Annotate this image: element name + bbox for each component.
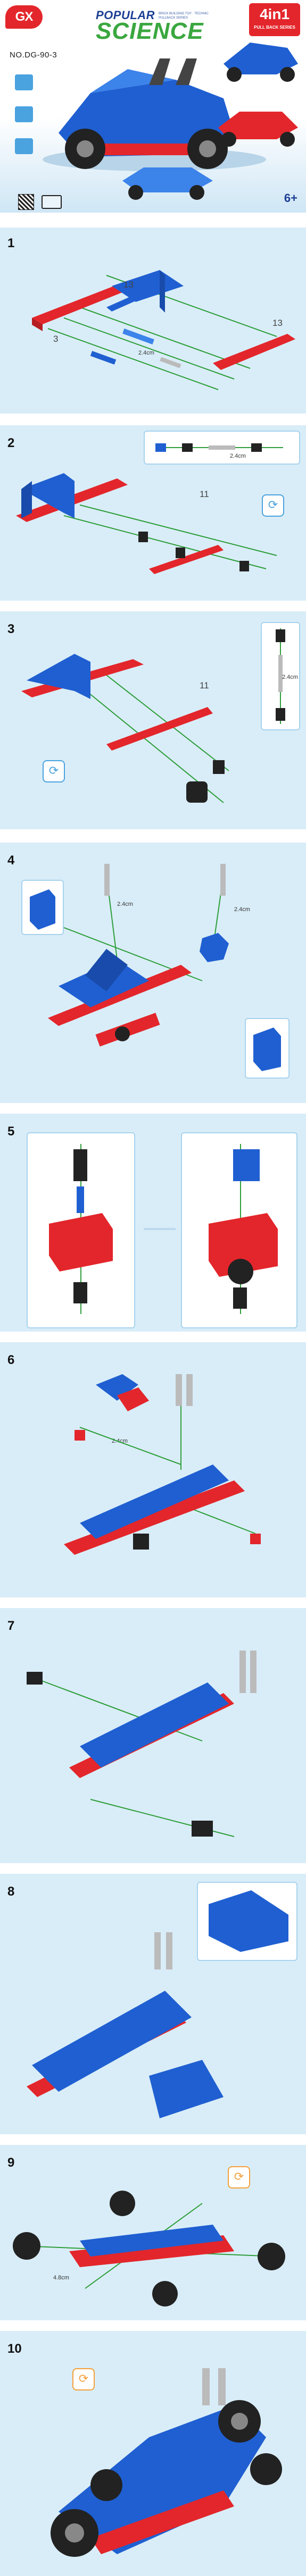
step-number: 5 (7, 1124, 15, 1139)
step-number: 7 (7, 1619, 15, 1633)
sub-assembly-box-left (27, 1132, 135, 1328)
step-9-illustration (13, 2191, 285, 2306)
step-panel-9: 9 ⟳ 4.8cm (0, 2145, 306, 2320)
step-panel-1: 1 13 13 3 2.4cm (0, 228, 306, 414)
step-1-illustration (32, 270, 295, 390)
feature-gear-icon (15, 74, 33, 90)
parts-callout-illustration (155, 443, 283, 452)
part-detail-box-b (245, 1018, 290, 1079)
axle-length-label-a: 2.4cm (117, 901, 133, 907)
axle-length-label: 2.4cm (138, 350, 154, 356)
transition-arrow (144, 1228, 176, 1230)
series-title-top: POPULAR (96, 9, 155, 22)
step-number: 9 (7, 2156, 15, 2170)
brand-logo: GX (5, 5, 43, 29)
qr-code-icon (18, 194, 34, 210)
callout-length-13-a: 13 (123, 280, 134, 290)
step-panel-8: 8 (0, 1874, 306, 2134)
step-8-illustration (27, 1932, 224, 2118)
axle-length-label: 4.8cm (53, 2275, 69, 2281)
bracket-detail-illustration (30, 889, 55, 930)
rotate-icon: ⟳ (228, 2166, 250, 2188)
step-number: 3 (7, 622, 15, 636)
step-10-illustration (51, 2368, 282, 2557)
feature-pullback-icon (15, 138, 33, 154)
series-title-bottom: SCIENCE (96, 18, 204, 44)
qr-row (18, 194, 62, 210)
step-panel-10: 10 ⟳ (0, 2331, 306, 2576)
feature-hand-icon (15, 106, 33, 122)
sub-assembly-after-illustration (209, 1144, 278, 1314)
rotate-icon: ⟳ (43, 760, 65, 782)
badge-main-label: 4in1 (259, 6, 290, 22)
part-detail-box (197, 1882, 297, 1961)
rotate-icon: ⟳ (72, 2368, 95, 2390)
step-7-illustration (27, 1651, 257, 1837)
axle-length-label-b: 2.4cm (234, 906, 250, 913)
axle-length-label: 2.4cm (230, 453, 246, 459)
axle-length-label: 2.4cm (282, 674, 298, 680)
step-panel-7: 7 (0, 1608, 306, 1863)
screen-icon (42, 195, 62, 209)
step-number: 2 (7, 436, 15, 450)
wing-detail-illustration (209, 1890, 288, 1952)
parts-callout-box: 2.4cm (261, 622, 300, 730)
cover-header: GX POPULAR SCIENCE BRICK BUILDING TOY · … (0, 0, 306, 213)
axle-length-label: 2.4cm (112, 1438, 128, 1444)
series-tagline: BRICK BUILDING TOY · TECHNIC PULLBACK SE… (159, 12, 209, 20)
series-logo: POPULAR SCIENCE BRICK BUILDING TOY · TEC… (96, 9, 218, 46)
step-panel-5: 5 (0, 1114, 306, 1332)
step-number: 4 (7, 853, 15, 868)
age-label: 6+ (284, 191, 297, 205)
model-number: NO.DG-90-3 (10, 50, 57, 60)
rotate-icon: ⟳ (262, 494, 284, 517)
step-panel-3: 3 2.4cm ⟳ 11 (0, 611, 306, 829)
sub-assembly-box-right (181, 1132, 297, 1328)
step-number: 6 (7, 1353, 15, 1367)
sub-assembly-before-illustration (49, 1144, 113, 1314)
step-number: 1 (7, 236, 15, 250)
step-number: 8 (7, 1884, 15, 1899)
parts-callout-illustration (276, 628, 285, 724)
step-2-illustration (16, 473, 277, 574)
parts-callout-box: 2.4cm (144, 431, 300, 465)
cover-car-illustration (43, 43, 298, 200)
step-panel-2: 2 2.4cm ⟳ 11 (0, 425, 306, 601)
step-3-illustration (21, 654, 229, 803)
step-4-illustration (48, 864, 229, 1047)
callout-length-13-b: 13 (272, 318, 283, 328)
step-panel-6: 6 2.4cm (0, 1342, 306, 1597)
callout-length-11: 11 (200, 489, 209, 499)
step-6-illustration (64, 1374, 261, 1555)
step-panel-4: 4 2.4cm 2.4cm (0, 843, 306, 1103)
four-in-one-badge: 4in1 PULL BACK SERIES (249, 3, 300, 36)
bracket-detail-illustration (253, 1028, 281, 1071)
callout-length-3: 3 (53, 334, 59, 344)
part-detail-box-a (21, 880, 64, 935)
badge-sub-label: PULL BACK SERIES (254, 25, 295, 30)
callout-length-11: 11 (200, 680, 209, 691)
step-number: 10 (7, 2342, 22, 2356)
